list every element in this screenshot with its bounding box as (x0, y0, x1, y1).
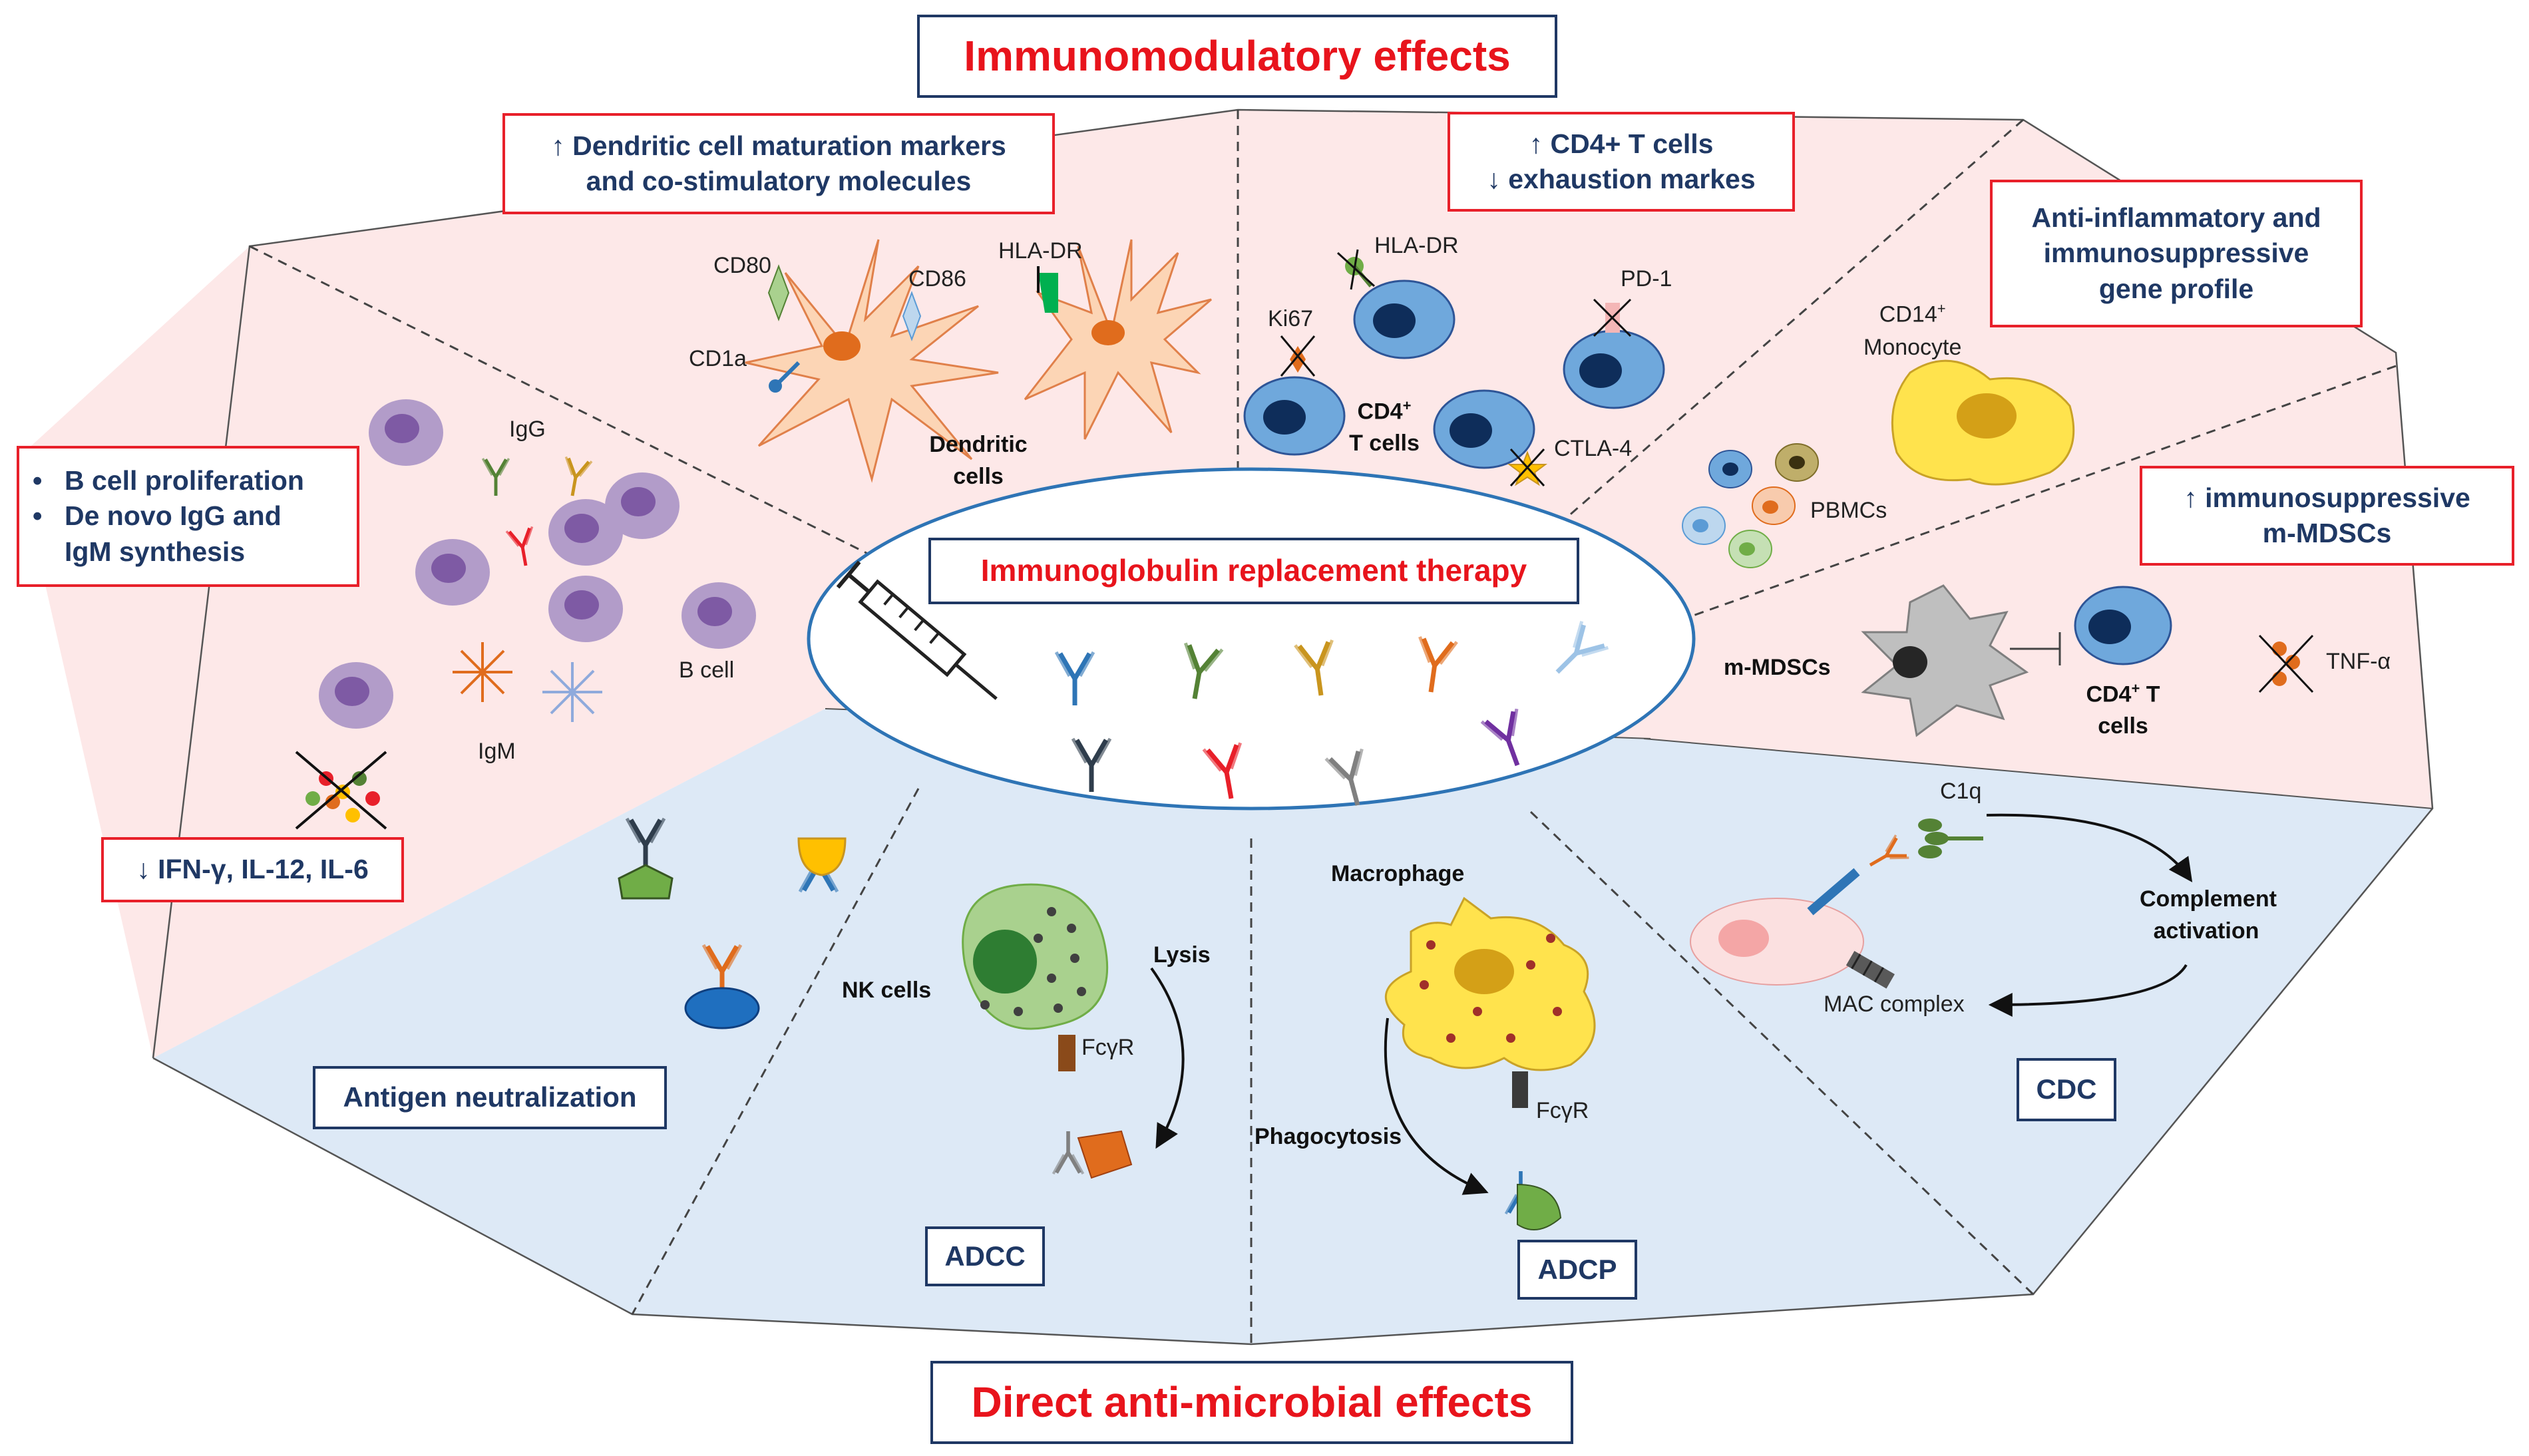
top-title-text: Immunomodulatory effects (964, 31, 1511, 80)
bottom-title-text: Direct anti-microbial effects (971, 1377, 1533, 1426)
tnf-label: TNF-α (2326, 649, 2391, 674)
mdsc-effect-line1: ↑ immunosuppressive (2184, 482, 2470, 513)
neutralization-text: Antigen neutralization (343, 1081, 637, 1113)
dendritic-cells-line2: cells (953, 463, 1004, 489)
region-divider-right (1643, 738, 2433, 809)
fcgr-nk-label: FcγR (1081, 1035, 1135, 1060)
cd4-t-label-cd4: CD4 (1357, 399, 1403, 425)
neutralization-box: Antigen neutralization (313, 1066, 667, 1129)
nk-cells-label: NK cells (842, 978, 932, 1003)
igg-label: IgG (509, 417, 546, 442)
cd4-right-sup: + (2131, 680, 2140, 697)
hla-dr-t-label: HLA-DR (1374, 233, 1459, 258)
tcell-effect-line2: ↓ exhaustion markes (1487, 164, 1756, 194)
bcell-label: B cell (679, 657, 735, 683)
tcell-effect-box: ↑ CD4+ T cells ↓ exhaustion markes (1448, 112, 1795, 212)
cytokine-effect-text: ↓ IFN-γ, IL-12, IL-6 (136, 854, 369, 885)
dendritic-effect-box: ↑ Dendritic cell maturation markers and … (502, 113, 1055, 214)
mdsc-effect-box: ↑ immunosuppressive m-MDSCs (2140, 466, 2514, 566)
complement-line1: Complement (2140, 886, 2277, 912)
adcp-text: ADCP (1537, 1253, 1617, 1285)
cd4-t-cells-label: CD4+ T cells (1338, 396, 1431, 460)
adcp-box: ADCP (1517, 1240, 1637, 1300)
cd4-t-label-tcells: T cells (1349, 430, 1420, 456)
cd14-sup: + (1937, 300, 1946, 317)
bcell-effect-item2-line2: IgM synthesis (65, 536, 246, 567)
bcell-effect-item2-line1: De novo IgG and (65, 500, 282, 532)
cd1a-label: CD1a (689, 346, 747, 371)
igm-label: IgM (478, 739, 516, 764)
cd86-label: CD86 (908, 266, 966, 291)
mdsc-cell (1861, 584, 2061, 737)
monocyte-label: Monocyte (1863, 334, 1962, 360)
dendritic-cells-line1: Dendritic (929, 432, 1028, 457)
mdsc-effect-line2: m-MDSCs (2262, 518, 2392, 548)
fcgr-mac-label: FcγR (1536, 1098, 1589, 1123)
bcell-effect-box: B cell proliferation De novo IgG andIgM … (17, 446, 359, 587)
cytokine-effect-box: ↓ IFN-γ, IL-12, IL-6 (101, 837, 404, 902)
segment-dividers (249, 110, 2397, 1344)
cdc-box: CDC (2017, 1058, 2116, 1121)
nk-cell (962, 883, 1185, 1179)
center-title: Immunoglobulin replacement therapy (928, 538, 1579, 604)
pbmcs-cluster (1682, 443, 1819, 568)
antiinflammatory-effect-box: Anti-inflammatory and immunosuppressive … (1990, 180, 2363, 327)
ki67-label: Ki67 (1268, 306, 1314, 331)
ctla4-label: CTLA-4 (1554, 436, 1633, 461)
igm-icons (453, 642, 602, 722)
antiinflammatory-line3: gene profile (2098, 273, 2254, 304)
phagocytosis-label: Phagocytosis (1255, 1124, 1402, 1149)
antimicrobial-region (153, 709, 2432, 1344)
antiinflammatory-line1: Anti-inflammatory and (2031, 202, 2321, 234)
cd14-label: CD14 (1879, 301, 1937, 327)
neutralization-antibodies (618, 819, 847, 1029)
cd4-right-label: CD4+ T cells (2073, 679, 2173, 743)
tnf-crossed-icon (2258, 634, 2314, 693)
c1q-label: C1q (1940, 779, 1982, 804)
bottom-title: Direct anti-microbial effects (930, 1361, 1573, 1444)
cd4-t-label-sup: + (1402, 397, 1412, 414)
monocyte-cell (1891, 359, 2075, 486)
syringe-icon (836, 560, 998, 700)
cd4-right-cd4: CD4 (2086, 681, 2132, 707)
mmdscs-label: m-MDSCs (1724, 655, 1831, 680)
mac-complex-label: MAC complex (1824, 992, 1965, 1017)
dendritic-cell-1 (745, 239, 999, 483)
antiinflammatory-line2: immunosuppressive (2043, 238, 2309, 269)
adcc-text: ADCC (944, 1240, 1026, 1272)
dendritic-cells-label: Dendritic cells (912, 429, 1045, 492)
cd4-right-cells: cells (2098, 713, 2148, 739)
cdc-diagram (1690, 813, 2193, 1017)
top-title: Immunomodulatory effects (917, 15, 1557, 98)
dendritic-effect-line1: ↑ Dendritic cell maturation markers (551, 130, 1006, 161)
crossed-cytokines-left (295, 751, 387, 830)
pbmcs-label: PBMCs (1810, 498, 1887, 523)
hla-dr-dc-label: HLA-DR (998, 238, 1083, 264)
cd4-right-t: T (2140, 681, 2160, 707)
dendritic-effect-line2: and co-stimulatory molecules (586, 166, 972, 196)
dendritic-cell-2 (1024, 239, 1212, 440)
macrophage-cell (1384, 896, 1596, 1230)
complement-label: Complement activation (2140, 884, 2277, 947)
adcc-box: ADCC (925, 1226, 1045, 1286)
macrophage-label: Macrophage (1331, 861, 1465, 886)
tcell-effect-line1: ↑ CD4+ T cells (1529, 128, 1714, 159)
center-title-text: Immunoglobulin replacement therapy (980, 553, 1527, 588)
complement-line2: activation (2153, 918, 2259, 944)
lysis-label: Lysis (1153, 942, 1211, 968)
t-cells-group (1243, 249, 1665, 487)
cd80-label: CD80 (713, 253, 771, 278)
bcell-effect-item1: B cell proliferation (33, 463, 304, 499)
cdc-text: CDC (2036, 1073, 2097, 1105)
cd14-monocyte-label: CD14+ Monocyte (1863, 298, 1961, 364)
t-cell-right (2074, 586, 2172, 665)
pd1-label: PD-1 (1621, 266, 1672, 291)
